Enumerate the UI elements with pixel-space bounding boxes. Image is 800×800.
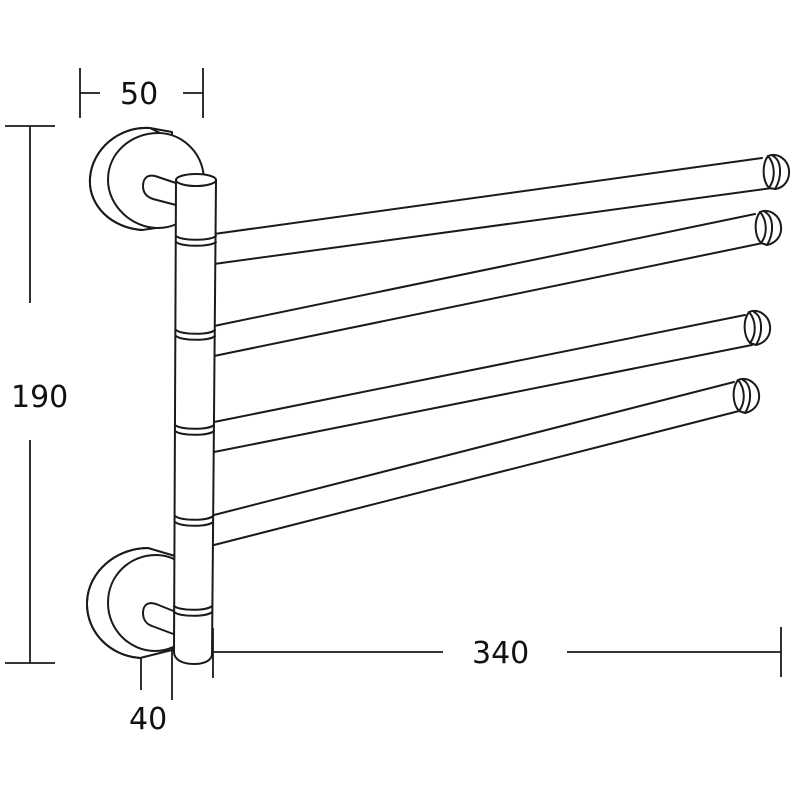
dimension-label-190: 190: [11, 380, 69, 415]
towel-arm-4: [213, 378, 761, 546]
towel-arms: [213, 154, 791, 546]
towel-arm-1: [213, 154, 791, 265]
dimension-label-340: 340: [472, 636, 530, 671]
pivot-column: [173, 173, 217, 665]
dimension-label-40: 40: [129, 702, 168, 737]
top-wall-rosette: [88, 126, 206, 231]
towel-arm-2: [213, 210, 783, 357]
dimension-50-lines: [79, 68, 204, 118]
dimension-190-lines: [5, 125, 55, 664]
dimension-label-50: 50: [120, 77, 159, 112]
towel-arm-3: [213, 310, 772, 453]
